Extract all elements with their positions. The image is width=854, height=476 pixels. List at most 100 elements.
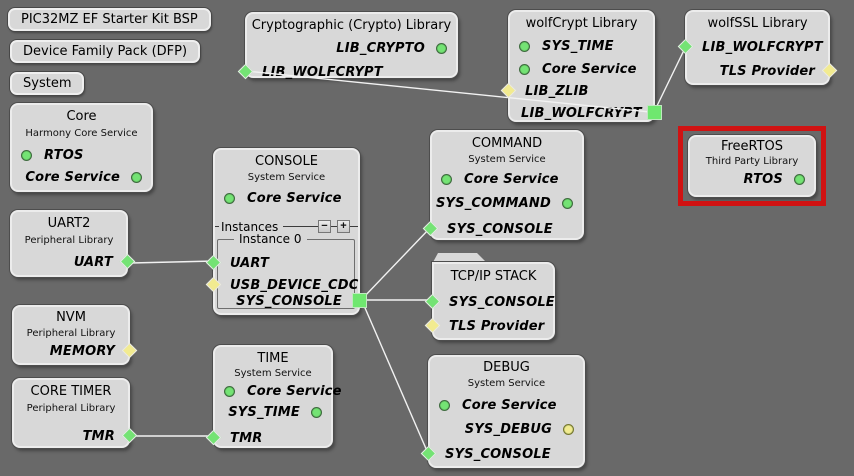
dfp-button[interactable]: Device Family Pack (DFP)	[10, 40, 201, 63]
port-diamond-green-icon[interactable]	[677, 38, 694, 55]
port-circle-green-icon[interactable]	[21, 149, 32, 161]
block-debug[interactable]: DEBUG System Service Core Service SYS_DE…	[420, 355, 585, 468]
block-title: COMMAND	[471, 136, 543, 151]
block-title: CORE TIMER	[30, 384, 112, 399]
port-diamond-yellow-icon[interactable]	[500, 82, 517, 99]
instance0-label: Instance 0	[234, 232, 307, 247]
block-title: Cryptographic (Crypto) Library	[251, 18, 452, 33]
block-title: Core	[66, 109, 97, 124]
block-subtitle: Peripheral Library	[26, 403, 116, 414]
port-diamond-yellow-icon[interactable]	[424, 317, 441, 334]
port-sys-console[interactable]: SYS_CONSOLE	[424, 292, 555, 312]
port-diamond-yellow-icon[interactable]	[821, 62, 838, 79]
port-sys-command[interactable]: SYS_COMMAND	[432, 193, 582, 213]
port-circle-green-icon[interactable]	[441, 173, 452, 185]
port-core-service[interactable]: Core Service	[12, 167, 151, 187]
port-lib-wolfcrypt[interactable]: LIB_WOLFCRYPT	[237, 62, 456, 82]
port-circle-green-icon[interactable]	[311, 406, 322, 418]
port-square-green-icon[interactable]	[647, 105, 662, 120]
system-button[interactable]: System	[10, 72, 85, 95]
block-crypto[interactable]: Cryptographic (Crypto) Library LIB_CRYPT…	[237, 12, 458, 80]
port-diamond-green-icon[interactable]	[237, 63, 254, 80]
port-tls-provider[interactable]: TLS Provider	[424, 316, 553, 336]
block-title: NVM	[56, 310, 86, 325]
port-diamond-yellow-icon[interactable]	[121, 342, 138, 359]
tcpip-tab	[432, 253, 488, 264]
port-diamond-yellow-icon[interactable]	[205, 276, 222, 293]
port-circle-green-icon[interactable]	[131, 171, 142, 183]
port-tmr[interactable]: TMR	[14, 426, 138, 446]
port-rtos[interactable]: RTOS	[12, 145, 151, 165]
port-lib-zlib[interactable]: LIB_ZLIB	[500, 81, 653, 101]
block-nvm[interactable]: NVM Peripheral Library MEMORY	[12, 305, 138, 365]
wire-console-command	[361, 227, 431, 300]
port-lib-wolfcrypt[interactable]: LIB_WOLFCRYPT	[510, 103, 662, 123]
port-diamond-green-icon[interactable]	[424, 293, 441, 310]
port-uart[interactable]: UART	[205, 253, 358, 273]
port-tls-provider[interactable]: TLS Provider	[687, 61, 838, 81]
freertos-selection-highlight	[678, 126, 826, 206]
port-sys-console[interactable]: SYS_CONSOLE	[420, 444, 583, 464]
port-core-service[interactable]: Core Service	[510, 59, 653, 79]
port-core-service[interactable]: Core Service	[432, 169, 582, 189]
port-circle-green-icon[interactable]	[224, 385, 235, 397]
block-title: wolfSSL Library	[707, 16, 808, 31]
block-command[interactable]: COMMAND System Service Core Service SYS_…	[422, 130, 584, 240]
port-sys-console[interactable]: SYS_CONSOLE	[422, 219, 582, 239]
port-sys-debug[interactable]: SYS_DEBUG	[430, 419, 583, 439]
block-wolfssl[interactable]: wolfSSL Library LIB_WOLFCRYPT TLS Provid…	[677, 10, 838, 85]
remove-instance-button[interactable]: −	[318, 220, 331, 233]
block-title: CONSOLE	[255, 154, 318, 169]
port-square-green-icon[interactable]	[352, 293, 367, 308]
block-uart2[interactable]: UART2 Peripheral Library UART	[10, 210, 136, 277]
block-wolfcrypt[interactable]: wolfCrypt Library SYS_TIME Core Service …	[500, 10, 662, 123]
port-core-service[interactable]: Core Service	[215, 188, 358, 208]
port-sys-time[interactable]: SYS_TIME	[510, 36, 653, 56]
block-subtitle: System Service	[234, 368, 312, 379]
port-diamond-green-icon[interactable]	[205, 429, 222, 446]
block-time[interactable]: TIME System Service Core Service SYS_TIM…	[205, 345, 341, 448]
port-circle-green-icon[interactable]	[436, 42, 447, 54]
port-diamond-green-icon[interactable]	[205, 254, 222, 271]
port-lib-wolfcrypt[interactable]: LIB_WOLFCRYPT	[677, 37, 828, 57]
port-sys-console[interactable]: SYS_CONSOLE	[215, 291, 367, 311]
port-circle-yellow-icon[interactable]	[563, 423, 574, 435]
block-subtitle: System Service	[247, 172, 326, 183]
port-diamond-green-icon[interactable]	[420, 445, 437, 462]
block-title: wolfCrypt Library	[525, 16, 638, 31]
port-core-service[interactable]: Core Service	[430, 395, 583, 415]
wire-wolfssl-wolfcrypt	[654, 45, 687, 111]
port-core-service[interactable]: Core Service	[215, 381, 341, 401]
port-circle-green-icon[interactable]	[519, 63, 530, 75]
port-diamond-green-icon[interactable]	[121, 427, 138, 444]
port-circle-green-icon[interactable]	[439, 399, 450, 411]
block-subtitle: Peripheral Library	[26, 328, 116, 339]
block-subtitle: System Service	[468, 154, 546, 165]
block-console[interactable]: CONSOLE System Service Core Service Inst…	[205, 148, 367, 315]
instances-label: Instances	[221, 219, 279, 234]
block-subtitle: System Service	[467, 378, 546, 389]
port-sys-time[interactable]: SYS_TIME	[215, 402, 331, 422]
block-tcpip[interactable]: TCP/IP STACK SYS_CONSOLE TLS Provider	[424, 262, 555, 340]
port-tmr[interactable]: TMR	[205, 428, 331, 448]
port-rtos[interactable]: RTOS	[690, 169, 814, 189]
port-memory[interactable]: MEMORY	[14, 341, 138, 361]
block-freertos[interactable]: FreeRTOS Third Party Library RTOS	[688, 135, 816, 197]
port-lib-crypto[interactable]: LIB_CRYPTO	[247, 38, 456, 58]
block-subtitle: Peripheral Library	[24, 235, 114, 246]
instance0-group: Instance 0	[217, 232, 355, 309]
block-subtitle: Third Party Library	[705, 156, 799, 167]
block-title: DEBUG	[483, 360, 530, 375]
port-circle-green-icon[interactable]	[794, 173, 805, 185]
port-circle-green-icon[interactable]	[224, 192, 235, 204]
port-usb-device-cdc[interactable]: USB_DEVICE_CDC	[205, 275, 358, 295]
port-diamond-green-icon[interactable]	[422, 220, 439, 237]
port-uart[interactable]: UART	[12, 252, 136, 272]
bsp-button[interactable]: PIC32MZ EF Starter Kit BSP	[8, 8, 211, 31]
block-core-timer[interactable]: CORE TIMER Peripheral Library TMR	[12, 378, 138, 448]
add-instance-button[interactable]: +	[337, 220, 350, 233]
block-core[interactable]: Core Harmony Core Service RTOS Core Serv…	[10, 103, 153, 192]
port-circle-green-icon[interactable]	[519, 40, 530, 52]
port-circle-green-icon[interactable]	[562, 197, 573, 209]
port-diamond-green-icon[interactable]	[119, 253, 136, 270]
